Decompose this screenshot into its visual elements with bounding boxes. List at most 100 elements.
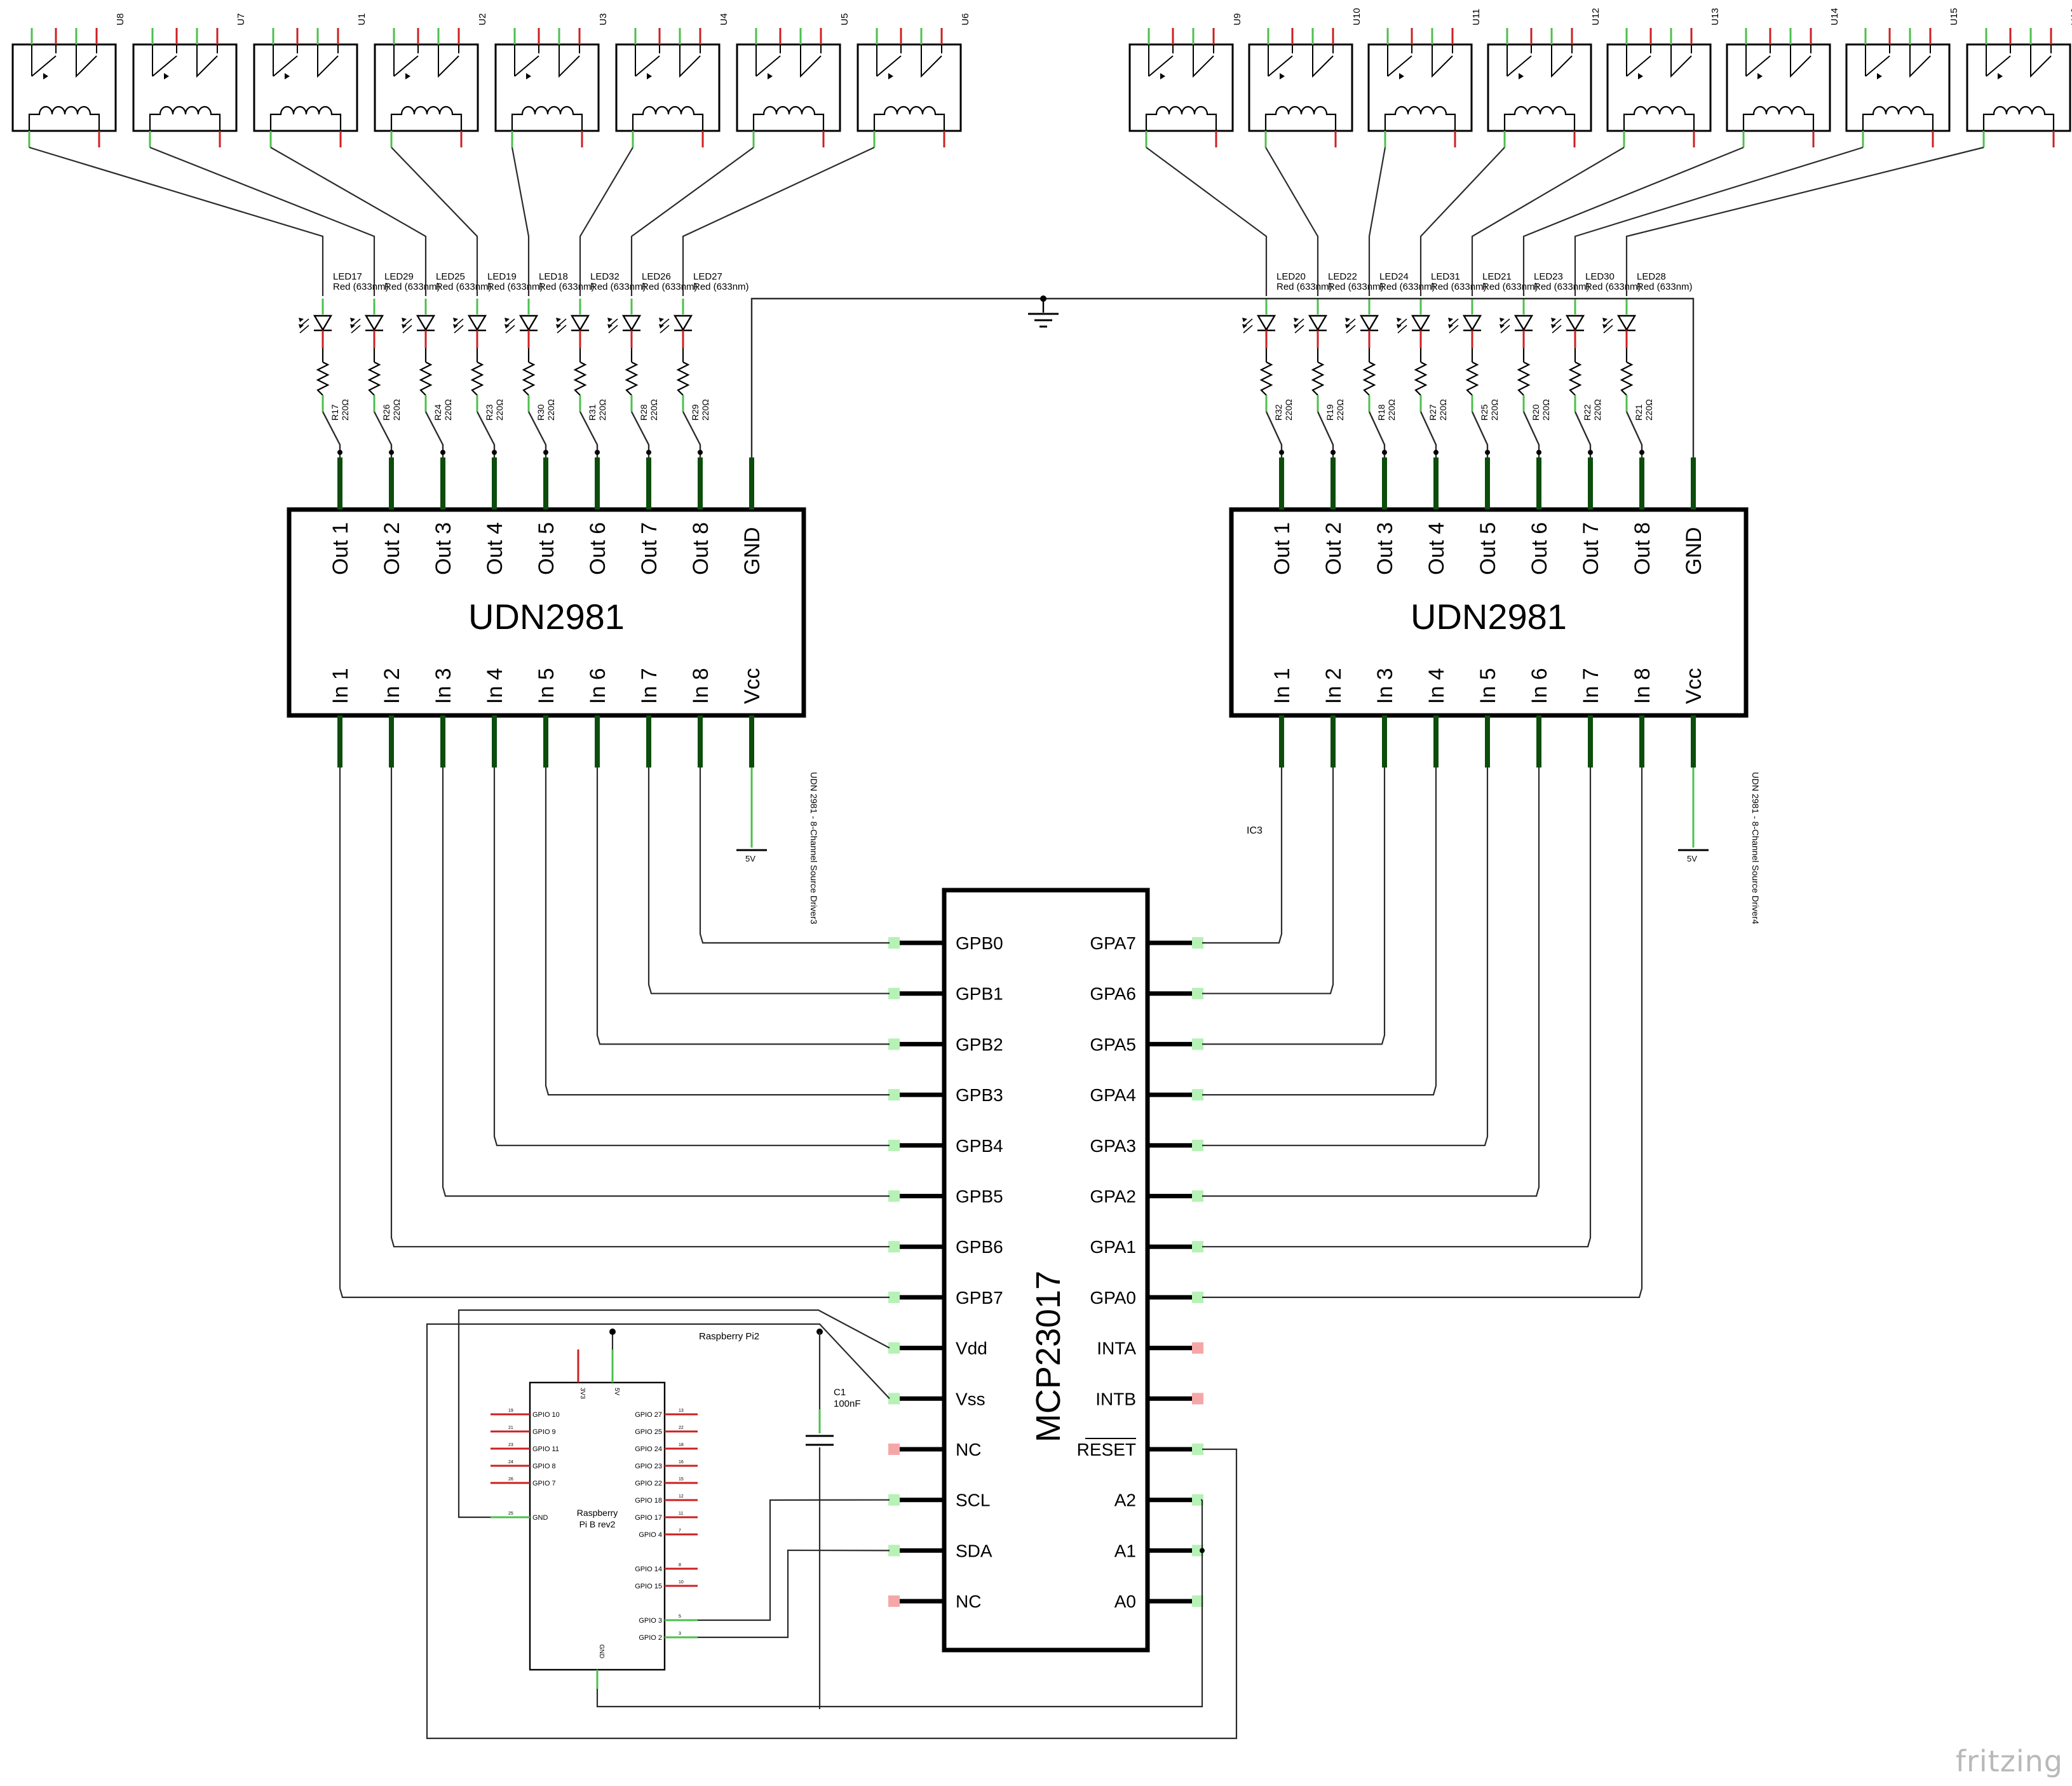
resistor-label: R23 (484, 404, 494, 421)
led-spec: Red (633nm) (1276, 281, 1332, 292)
led-arrow (659, 318, 664, 322)
led-arrow (1448, 324, 1453, 328)
led-symbol (416, 315, 436, 332)
resistor-label: R26 (381, 404, 391, 421)
led-symbol (518, 315, 539, 332)
led-spec: Red (633nm) (1534, 281, 1590, 292)
relay: U14 (1726, 8, 1840, 147)
pi-pin-num: 23 (508, 1443, 513, 1447)
mcp-pad (1192, 1038, 1203, 1050)
led-symbol (673, 315, 693, 332)
resistor-zigzag (367, 362, 381, 396)
relay-arrow (888, 73, 893, 79)
relay-label: U13 (1710, 8, 1721, 25)
junction-dot (543, 450, 548, 455)
relay-label: U8 (115, 13, 126, 25)
relay-coil (511, 105, 583, 131)
driver-in-pin: In 8 (1630, 668, 1655, 704)
driver-out-pin: Out 7 (1579, 522, 1603, 575)
bus-wire (493, 768, 890, 1146)
led-label: LED32 (590, 271, 620, 282)
mcp-right-pin: GPA0 (1090, 1288, 1136, 1308)
bus-wire (1202, 768, 1540, 1197)
bus-wire (1202, 768, 1437, 1096)
mcp-pad (888, 1393, 900, 1405)
ground-bus (750, 295, 1695, 457)
pi-title: Raspberry (577, 1508, 618, 1518)
junction-dot (698, 450, 703, 455)
relay-body (615, 43, 721, 132)
led-spec: Red (633nm) (1328, 281, 1384, 292)
driver-out-pin: Out 2 (380, 522, 404, 575)
relay-body (1367, 43, 1473, 132)
driver-caption: UDN 2981 - 8-Channel Source Driver3 (809, 772, 819, 924)
driver-in-pin: In 7 (1579, 668, 1603, 704)
driver-in-pin: In 4 (1425, 668, 1449, 704)
driver-name: UDN2981 (1411, 597, 1567, 637)
driver-in-pin: In 3 (1373, 668, 1397, 704)
sda-wire (698, 1549, 890, 1639)
resistor-value: 220Ω (494, 399, 504, 421)
pi-right-pin: GPIO 2 (639, 1634, 662, 1642)
pi-top-pin: 3V3 (579, 1388, 586, 1399)
junction-dot (1279, 450, 1284, 455)
relay-contact (393, 55, 419, 77)
relay-arrow (1998, 73, 2003, 79)
mcp-right-pin: GPA5 (1090, 1034, 1136, 1054)
junction-dot (595, 450, 600, 455)
relay-contact (76, 44, 97, 78)
led-symbol (467, 315, 487, 332)
relay-coil (752, 105, 825, 131)
mcp-pad (888, 1139, 900, 1151)
led-symbol (1462, 315, 1482, 332)
relay-contact (755, 55, 781, 77)
resistor-value: 220Ω (597, 399, 607, 421)
led-arrow (402, 318, 407, 322)
resistor-zigzag (1568, 362, 1582, 396)
mcp-pad (888, 1038, 900, 1050)
driver-out-pin: Out 4 (483, 522, 507, 575)
bus-wire (442, 768, 890, 1197)
relay-body (1966, 43, 2071, 132)
pi-pin-num: 13 (679, 1409, 684, 1413)
driver-in-pin: In 3 (431, 668, 456, 704)
pi-right-pin: GPIO 4 (639, 1531, 662, 1539)
resistor-label: R31 (587, 404, 597, 421)
mcp-right-pin: RESET (1077, 1440, 1136, 1459)
driver-in-pin: In 2 (380, 668, 404, 704)
mcp-pad (888, 1595, 900, 1607)
mcp-left-pin: SCL (956, 1491, 990, 1510)
led-symbol (570, 315, 590, 332)
relay-contact (1670, 44, 1692, 78)
led-symbol (364, 315, 384, 332)
pi-right-pin: GPIO 22 (635, 1480, 662, 1487)
led-arrow (1602, 318, 1608, 322)
led-symbol (1359, 315, 1379, 332)
mcp-right-pin: GPA7 (1090, 933, 1136, 953)
resistor-zigzag (625, 362, 639, 396)
mcp-left-pin: GPB3 (956, 1085, 1003, 1105)
led-spec: Red (633nm) (693, 281, 749, 292)
driver-body (1229, 507, 1749, 718)
wire (511, 147, 530, 296)
led-arrow (1551, 318, 1556, 322)
relay-coil (1145, 105, 1217, 131)
ground-wire (750, 297, 1695, 457)
mcp-body (942, 888, 1150, 1653)
relay-contact (1790, 44, 1811, 78)
mcp-right-pin: INTA (1097, 1339, 1136, 1358)
mcp-left-pin: GPB1 (956, 984, 1003, 1004)
pi-pin-num: 21 (508, 1426, 513, 1430)
relay-label: U6 (960, 13, 971, 25)
resistor-zigzag (676, 362, 690, 396)
led-label: LED26 (642, 271, 671, 282)
driver-out-pin: Out 5 (534, 522, 559, 575)
relay-arrow (285, 73, 290, 79)
relay: U12 (1487, 8, 1601, 147)
bus-wire (390, 768, 890, 1248)
driver-in-pin: Vcc (740, 668, 764, 704)
led-label: LED25 (436, 271, 465, 282)
relay-coil (390, 105, 463, 131)
